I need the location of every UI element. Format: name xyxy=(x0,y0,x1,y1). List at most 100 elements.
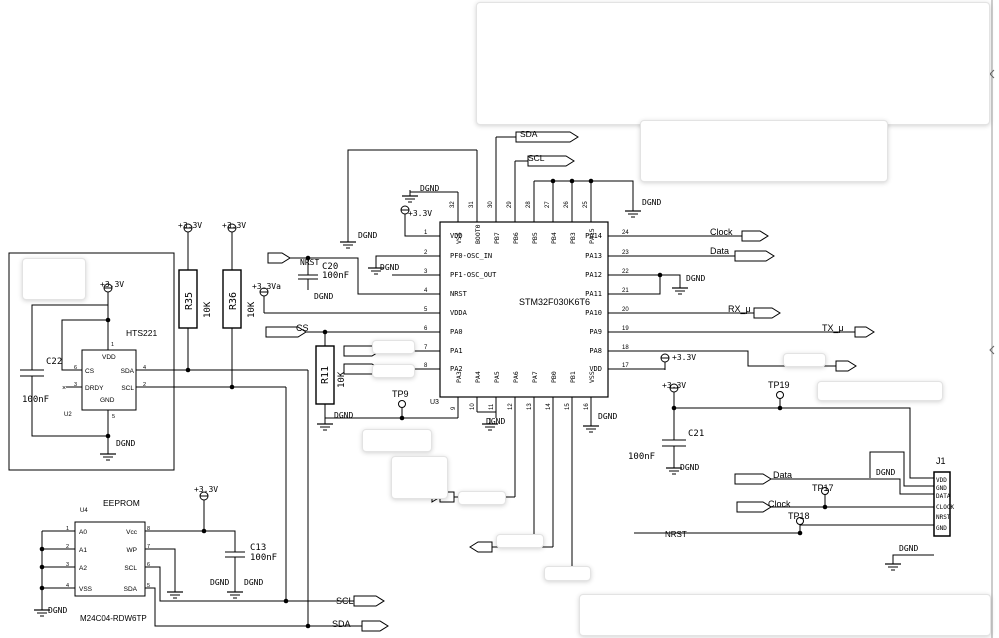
r36-ref: R36 xyxy=(228,292,239,310)
svg-text:3: 3 xyxy=(66,562,69,568)
svg-text:VDD: VDD xyxy=(936,477,947,484)
tp18-label: TP18 xyxy=(788,511,810,521)
svg-text:DGND: DGND xyxy=(598,412,617,421)
net-scl-top: SCL xyxy=(528,153,545,163)
svg-text:VDD: VDD xyxy=(589,365,602,373)
svg-text:PA15: PA15 xyxy=(588,228,596,244)
tp9-label: TP9 xyxy=(392,389,409,399)
net-nrst-left: NRST xyxy=(300,258,319,267)
net-clock-mcu: Clock xyxy=(710,227,733,237)
svg-text:17: 17 xyxy=(622,363,629,369)
svg-text:DGND: DGND xyxy=(358,231,377,240)
svg-text:WP: WP xyxy=(127,547,137,554)
svg-text:PB6: PB6 xyxy=(512,232,520,244)
svg-text:GND: GND xyxy=(100,397,115,404)
svg-text:DGND: DGND xyxy=(876,468,895,477)
c22-ref: C22 xyxy=(46,357,62,367)
svg-text:23: 23 xyxy=(622,250,629,256)
svg-text:PA9: PA9 xyxy=(589,328,602,336)
c21-ref: C21 xyxy=(688,429,704,439)
svg-text:DGND: DGND xyxy=(380,263,399,272)
svg-text:+3.3V: +3.3V xyxy=(100,280,124,289)
c22-value: 100nF xyxy=(22,395,49,405)
svg-text:DRDY: DRDY xyxy=(85,385,104,392)
svg-text:13: 13 xyxy=(527,403,533,410)
pin-nrst: NRST xyxy=(450,290,468,298)
svg-text:SDA: SDA xyxy=(121,368,135,375)
svg-text:4: 4 xyxy=(143,365,146,371)
svg-text:PA14: PA14 xyxy=(585,232,602,240)
eeprom-block: EEPROM U4 M24C04-RDW6TP A0 A1 A2 VSS 1 2… xyxy=(66,498,150,623)
svg-text:VSS: VSS xyxy=(588,371,596,383)
svg-text:6: 6 xyxy=(74,365,77,371)
overlay-panel-bottom xyxy=(579,594,991,636)
svg-text:10: 10 xyxy=(470,403,476,410)
svg-text:31: 31 xyxy=(469,201,475,208)
svg-text:25: 25 xyxy=(583,201,589,208)
svg-text:8: 8 xyxy=(147,526,150,532)
svg-text:18: 18 xyxy=(622,345,629,351)
r11-ref: R11 xyxy=(320,366,331,384)
svg-text:4: 4 xyxy=(66,583,69,589)
overlay-tag-pa1 xyxy=(372,340,415,354)
hts221-title: HTS221 xyxy=(126,328,157,338)
net-tx: TX_μ xyxy=(822,323,844,333)
svg-text:PA12: PA12 xyxy=(585,271,602,279)
svg-text:16: 16 xyxy=(584,403,590,410)
net-rx: RX_μ xyxy=(728,304,751,314)
svg-text:+3.3V: +3.3V xyxy=(408,209,432,218)
svg-text:1: 1 xyxy=(111,342,114,348)
svg-text:19: 19 xyxy=(622,326,629,332)
svg-text:BOOT0: BOOT0 xyxy=(474,224,482,244)
overlay-tag-pa6 xyxy=(458,491,506,505)
svg-text:M24C04-RDW6TP: M24C04-RDW6TP xyxy=(80,614,147,623)
svg-text:EEPROM: EEPROM xyxy=(103,498,140,508)
svg-text:7: 7 xyxy=(424,345,428,351)
svg-text:J1: J1 xyxy=(936,456,946,466)
svg-text:Vcc: Vcc xyxy=(126,529,138,536)
overlay-tag-pa2 xyxy=(372,364,415,378)
svg-text:DGND: DGND xyxy=(48,606,67,615)
svg-text:A1: A1 xyxy=(79,547,87,554)
net-data-j1: Data xyxy=(773,470,792,480)
tp19-label: TP19 xyxy=(768,380,790,390)
svg-text:3: 3 xyxy=(424,269,428,275)
svg-text:CS: CS xyxy=(85,368,95,375)
svg-text:1: 1 xyxy=(424,230,428,236)
svg-text:PB5: PB5 xyxy=(531,232,539,244)
c20-value: 100nF xyxy=(322,271,349,281)
svg-text:21: 21 xyxy=(622,288,629,294)
svg-text:GND: GND xyxy=(936,485,947,492)
svg-text:CLOCK: CLOCK xyxy=(936,504,954,511)
svg-text:PB7: PB7 xyxy=(493,232,501,244)
overlay-panel-sub xyxy=(640,120,888,182)
overlay-card-tp9 xyxy=(362,429,432,452)
svg-text:3: 3 xyxy=(74,382,77,388)
svg-text:SCL: SCL xyxy=(124,565,137,572)
pin-pa2: PA2 xyxy=(450,365,463,373)
svg-text:DGND: DGND xyxy=(116,439,135,448)
overlay-tag-pb0 xyxy=(496,534,544,548)
svg-text:DATA: DATA xyxy=(936,493,951,500)
svg-text:+3.3V: +3.3V xyxy=(672,353,696,362)
svg-text:8: 8 xyxy=(424,363,428,369)
mcu-ref: U3 xyxy=(430,399,439,406)
svg-text:A2: A2 xyxy=(79,565,87,572)
svg-text:PA13: PA13 xyxy=(585,252,602,260)
svg-text:PA5: PA5 xyxy=(493,371,501,383)
mcu-left-wiring xyxy=(259,205,458,431)
pin-pf1: PF1-OSC_OUT xyxy=(450,271,497,279)
svg-text:DGND: DGND xyxy=(244,578,263,587)
svg-text:30: 30 xyxy=(488,201,494,208)
svg-text:2: 2 xyxy=(424,250,428,256)
net-sda-top: SDA xyxy=(520,129,538,139)
svg-text:PA7: PA7 xyxy=(531,371,539,383)
svg-text:GND: GND xyxy=(936,525,947,532)
svg-text:5: 5 xyxy=(424,307,428,313)
r36-value: 10K xyxy=(247,301,257,318)
svg-text:NRST: NRST xyxy=(936,514,951,521)
